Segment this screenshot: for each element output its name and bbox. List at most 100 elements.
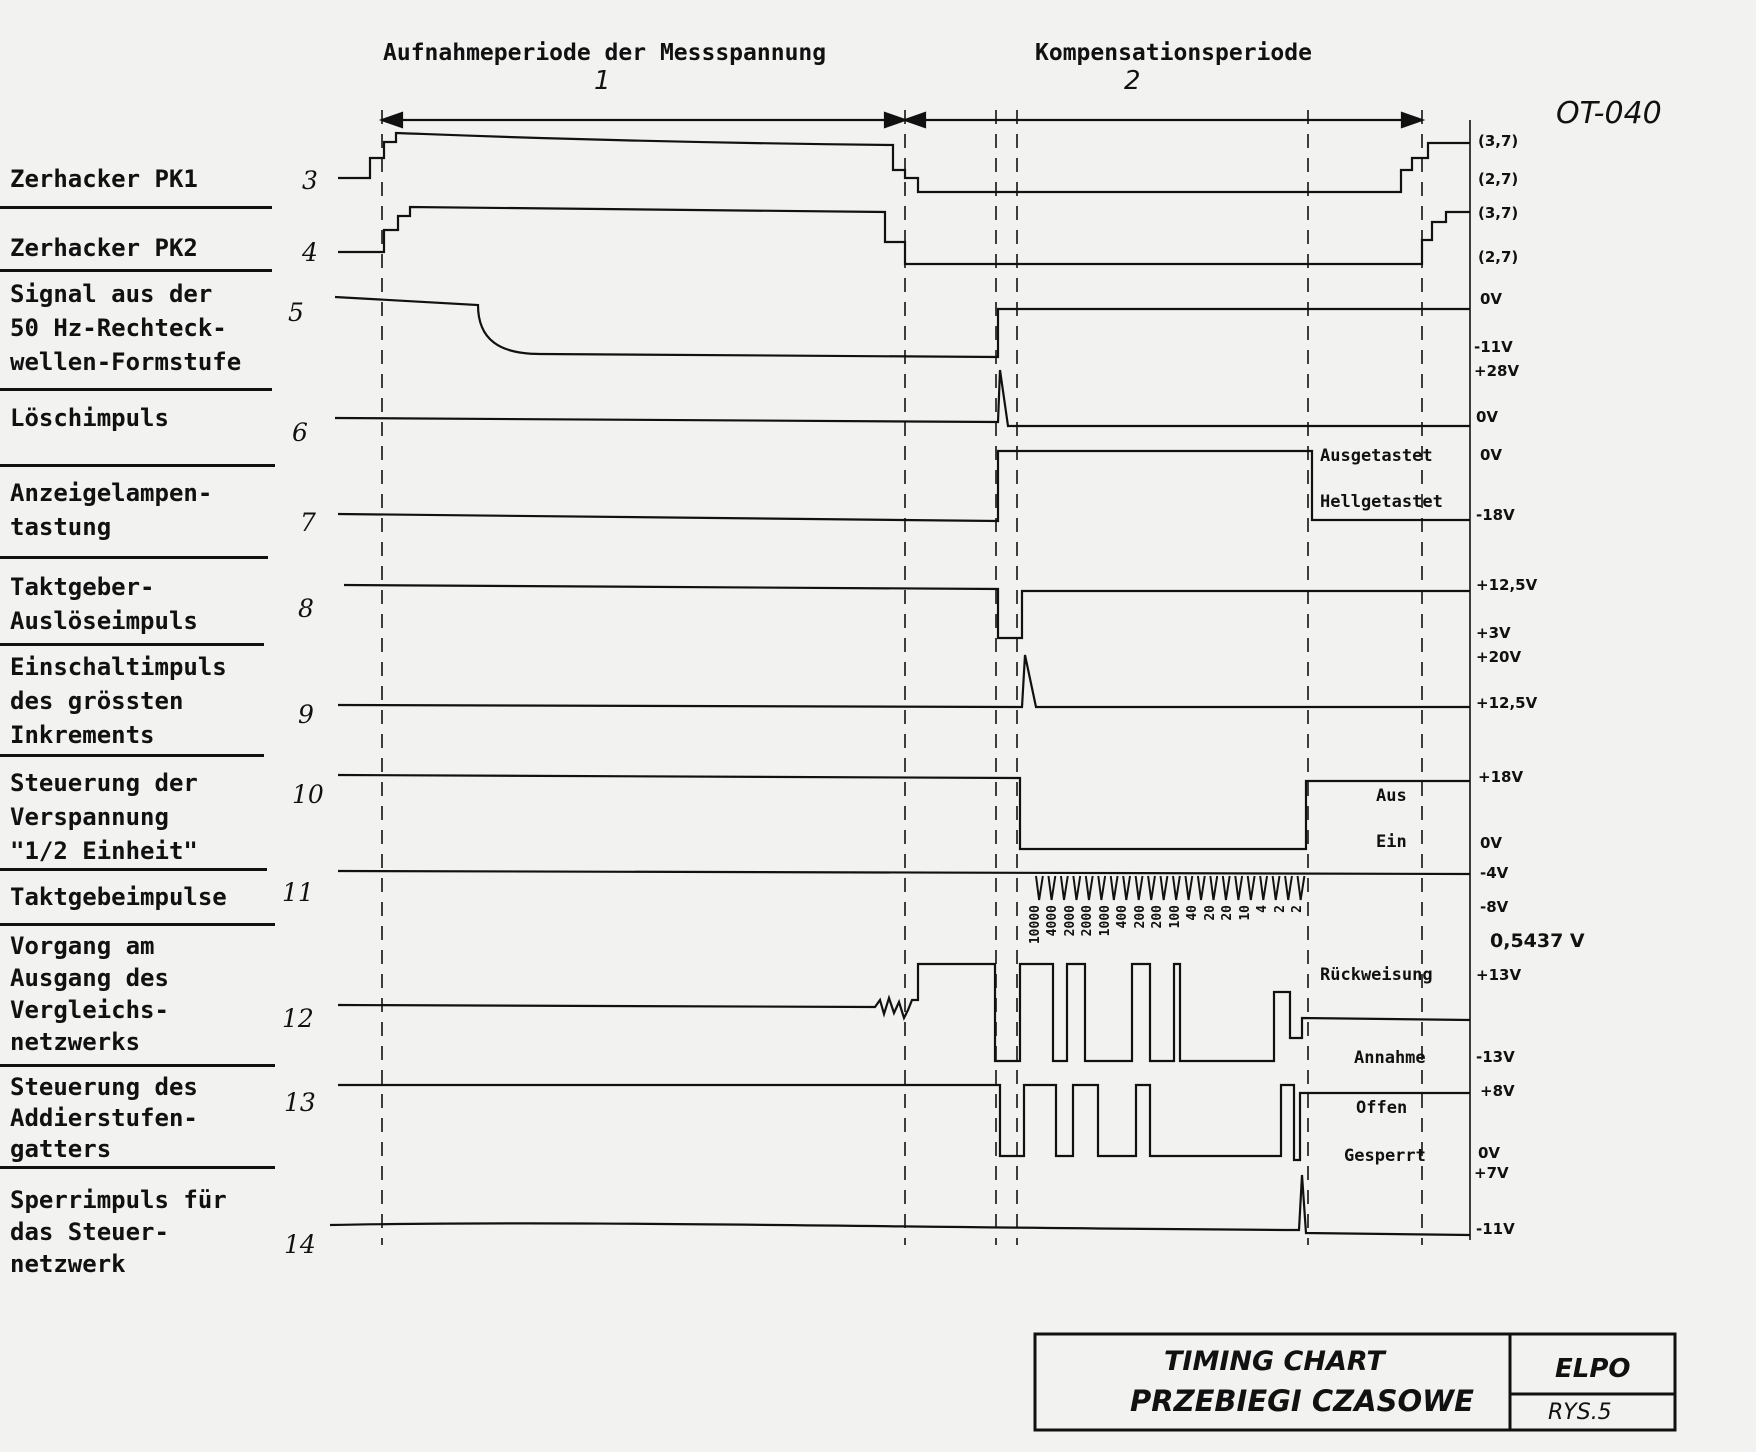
level-label: +7V [1474,1164,1509,1182]
row-number: 13 [284,1088,316,1117]
row-label-einschalt: Einschaltimpuls des grössten Inkrements [10,653,227,749]
level-label: +12,5V [1476,694,1538,712]
row-label-pk2: Zerhacker PK2 [10,234,198,262]
row-separator [0,464,275,467]
row-number: 7 [300,508,316,537]
row-number: 9 [298,700,314,729]
row-number: 5 [288,298,304,327]
level-label: (3,7) [1478,204,1519,222]
level-label: 0V [1480,446,1503,464]
clock-tick-label: 2 [1272,905,1288,913]
period2-number: 2 [1124,66,1141,96]
sheet-number: RYS.5 [1548,1400,1612,1425]
clock-tick-label: 20 [1220,905,1236,921]
waveform-pk2 [338,205,1470,266]
row-number: 4 [302,238,318,267]
waveform-taktgeber [343,583,1470,640]
row-label-addier: Steuerung des Addierstufen- gatters [10,1073,198,1163]
row-separator [0,556,268,559]
clock-pulse-teeth [1035,875,1306,901]
state-label: Aus [1376,786,1407,806]
clock-tick-label: 40 [1185,905,1201,921]
row-number: 3 [302,166,318,195]
waveform-pk1 [338,131,1470,194]
clock-tick-label: 2000 [1080,905,1096,937]
document-code: OT-040 [1556,96,1662,131]
row-number: 11 [282,878,314,907]
row-label-sperr: Sperrimpuls für das Steuer- netzwerk [10,1186,227,1278]
level-label: +13V [1476,966,1522,984]
level-label: 0V [1478,1144,1501,1162]
row-separator [0,868,267,871]
clock-tick-label: 4000 [1045,905,1061,937]
time-markers [381,110,1423,1245]
row-label-takt: Taktgebeimpulse [10,883,227,911]
row-separator [0,1064,275,1067]
title-polish: PRZEBIEGI CZASOWE [1130,1384,1474,1418]
period1-title: Aufnahmeperiode der Messspannung [383,40,827,66]
row-label-taktgeber: Taktgeber- Auslöseimpuls [10,573,198,635]
row-separator [0,269,272,272]
level-label: -11V [1474,338,1513,356]
row-label-lampe: Anzeigelampen- tastung [10,479,213,541]
state-label: Ein [1376,832,1407,852]
level-label: -4V [1480,864,1509,882]
level-label: +8V [1480,1082,1515,1100]
level-label: -13V [1476,1048,1515,1066]
clock-tick-label: 200 [1150,905,1166,929]
level-label: 0V [1480,290,1503,308]
row-separator [0,754,264,757]
level-label: +28V [1474,362,1520,380]
level-label: 0V [1476,408,1499,426]
level-label: +20V [1476,648,1522,666]
state-label: Hellgetastet [1320,492,1443,512]
state-label: Rückweisung [1320,965,1433,985]
waveform-lampe [337,449,1470,523]
waveform-verspannung [337,773,1470,851]
row-number: 6 [292,418,308,447]
level-label: +12,5V [1476,576,1538,594]
clock-tick-label: 400 [1115,905,1131,929]
waveform-vergleich [337,962,1471,1063]
row-separator [0,1166,275,1169]
state-label: Offen [1356,1098,1408,1118]
level-label: -11V [1476,1220,1515,1238]
clock-tick-label: 20 [1202,905,1218,921]
level-label: +3V [1476,624,1511,642]
row-separator [0,388,272,391]
title-english: TIMING CHART [1164,1346,1385,1377]
level-label: (3,7) [1478,132,1519,150]
row-separator [0,643,264,646]
waveform-takt [337,869,1471,876]
row-number: 8 [298,594,314,623]
period2-title: Kompensationsperiode [1035,40,1312,66]
clock-pulse-train [1035,875,1306,901]
row-label-loeschimpuls: Löschimpuls [10,404,169,432]
clock-tick-label: 10 [1237,905,1253,921]
waveform-loeschimpuls [334,369,1470,428]
row-label-signal5: Signal aus der 50 Hz-Rechteck- wellen-Fo… [10,280,242,376]
company-name: ELPO [1555,1354,1631,1384]
waveform-einschalt [337,654,1470,709]
level-label: -18V [1476,506,1515,524]
state-label: Annahme [1354,1048,1426,1068]
title-block-frame [1033,1332,1677,1432]
row-separator [0,923,275,926]
waveform-sperr [329,1174,1471,1237]
clock-tick-label: 2 [1290,905,1305,913]
level-label: -8V [1480,898,1509,916]
waveform-signal5 [334,295,1470,359]
level-label: (2,7) [1478,170,1519,188]
row-separator [0,206,272,209]
clock-tick-label: 100 [1167,905,1183,929]
clock-tick-label: 2000 [1062,905,1078,937]
row-label-vergleich: Vorgang am Ausgang des Vergleichs- netzw… [10,932,169,1056]
row-number: 10 [292,780,324,809]
clock-tick-label: 4 [1255,905,1271,913]
state-label: Ausgetastet [1320,446,1433,466]
state-label: Gesperrt [1344,1146,1426,1166]
level-label: 0V [1480,834,1503,852]
row-label-pk1: Zerhacker PK1 [10,165,198,193]
clock-tick-label: 10000 [1028,905,1043,945]
